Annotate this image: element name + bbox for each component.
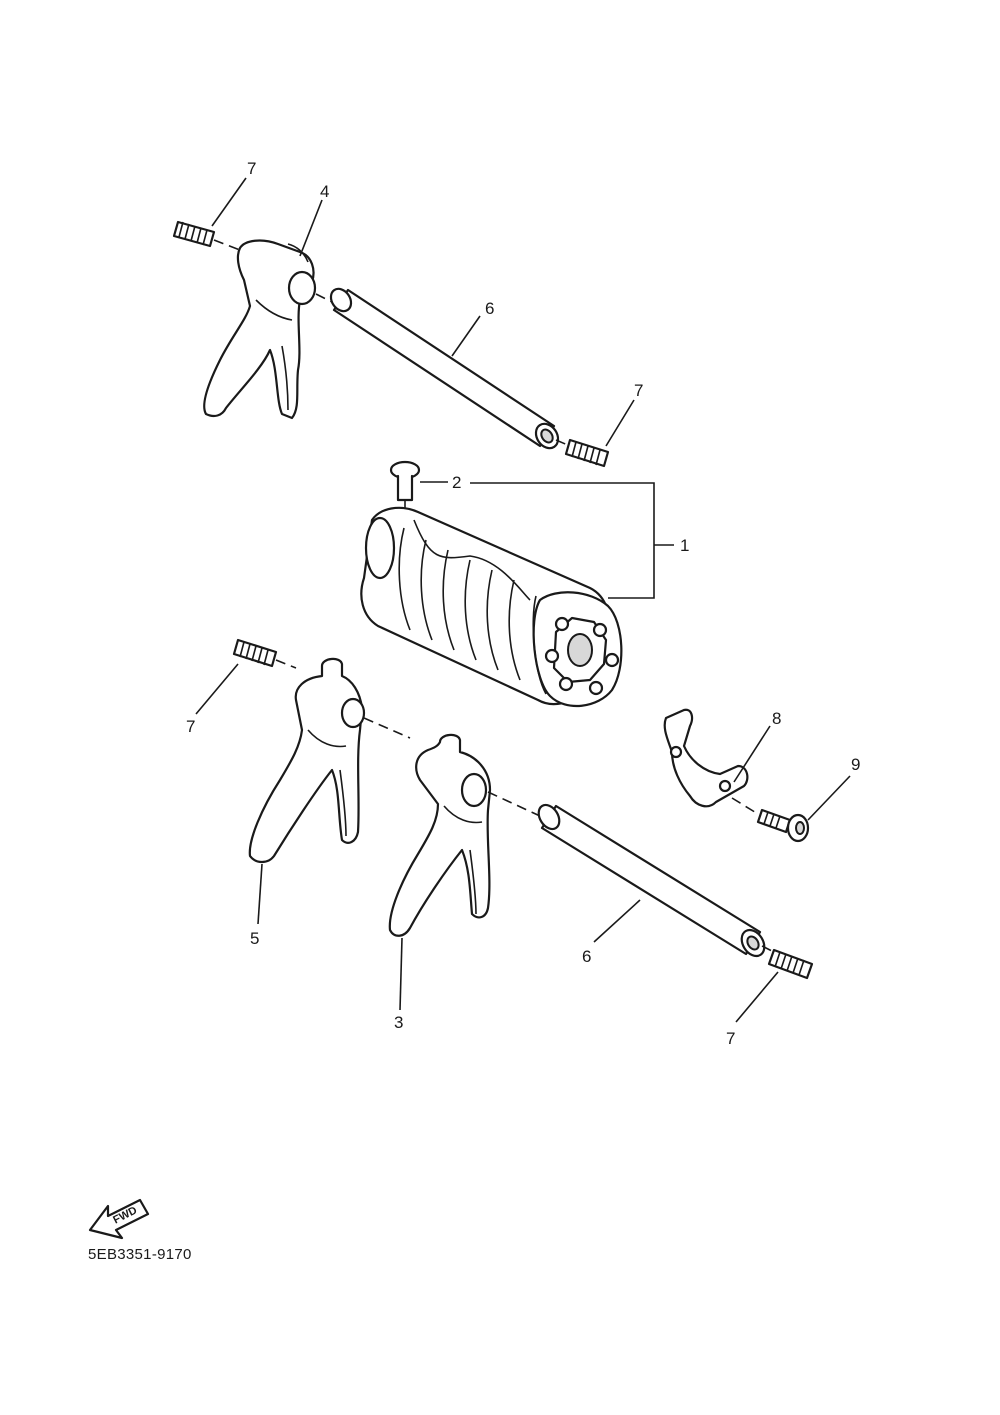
leader-line-7 [211, 177, 247, 227]
leader-line-6 [593, 899, 641, 943]
axis-line [761, 945, 775, 953]
callout-6-bottom: 6 [582, 947, 591, 966]
screw-part-2 [389, 460, 421, 502]
leader-line-7 [605, 399, 635, 447]
spring-part-7-bottom-right [767, 948, 814, 980]
callout-2: 2 [452, 473, 461, 492]
callout-7-mid-left: 7 [186, 717, 195, 736]
callout-3: 3 [394, 1013, 403, 1032]
shift-fork-part-3 [388, 733, 492, 937]
bolt-part-9 [756, 808, 810, 843]
fwd-arrow-icon: FWD [88, 1198, 150, 1240]
leader-line-3 [399, 937, 403, 1011]
stopper-plate-part-8 [663, 708, 749, 808]
shift-fork-part-5 [248, 657, 366, 864]
callout-4: 4 [320, 182, 329, 201]
axis-line [487, 791, 541, 817]
shift-fork-part-4 [203, 239, 317, 420]
leader-line-6 [451, 315, 481, 357]
shift-rod-part-6-top [329, 287, 560, 450]
leader-line-7 [735, 971, 779, 1023]
axis-line [213, 239, 241, 251]
shift-drum-part-1 [360, 506, 623, 708]
shift-rod-part-6-bottom [537, 803, 766, 958]
axis-line [363, 717, 411, 739]
spring-part-7-top-right [564, 438, 610, 468]
callout-9: 9 [851, 755, 860, 774]
leader-line-8 [733, 725, 771, 783]
leader-line-4 [299, 199, 323, 257]
callout-5: 5 [250, 929, 259, 948]
callout-8: 8 [772, 709, 781, 728]
leader-line-5 [257, 863, 263, 925]
spring-part-7-top-left [172, 220, 216, 248]
bracket-line-1 [470, 482, 655, 599]
callout-7-top-left: 7 [247, 159, 256, 178]
axis-line [731, 797, 759, 815]
axis-line [555, 439, 571, 447]
leader-line-9 [807, 775, 851, 821]
callout-7-top-right: 7 [634, 381, 643, 400]
callout-6-top: 6 [485, 299, 494, 318]
spring-part-7-mid-left [232, 638, 278, 668]
leader-line-7 [195, 663, 239, 715]
callout-1: 1 [680, 536, 689, 555]
axis-line [275, 659, 297, 669]
callout-7-bottom-right: 7 [726, 1029, 735, 1048]
diagram-code: 5EB3351-9170 [88, 1246, 192, 1263]
